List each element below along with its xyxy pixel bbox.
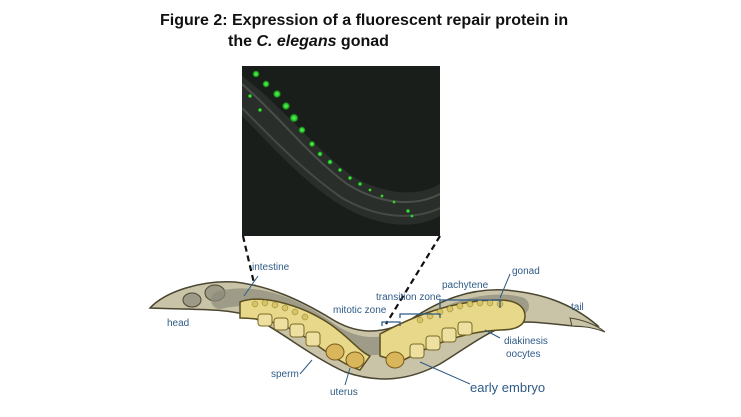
- embryo: [345, 351, 365, 369]
- label-intestine: intestine: [252, 262, 290, 273]
- fluorescence-micrograph: [242, 66, 440, 236]
- figure-title: Figure 2: Expression of a fluorescent re…: [160, 10, 580, 52]
- label-gonad: gonad: [512, 266, 540, 277]
- leader-lines: [243, 273, 511, 386]
- oocytes: [257, 313, 473, 359]
- zoom-line-right: [385, 235, 441, 325]
- label-uterus: uterus: [330, 387, 358, 398]
- species-name: C. elegans: [256, 33, 337, 50]
- label-tail: tail: [571, 302, 584, 313]
- micrograph-image: [242, 66, 440, 236]
- zone-brackets: [381, 299, 501, 326]
- label-mitotic-zone: mitotic zone: [333, 305, 387, 316]
- title-line2: the C. elegans gonad: [228, 33, 389, 50]
- embryo: [325, 343, 345, 361]
- label-oocytes: oocytes: [506, 349, 541, 360]
- label-head: head: [167, 318, 190, 329]
- green-nuclei: [247, 70, 414, 218]
- label-pachytene: pachytene: [442, 280, 489, 291]
- label-diakinesis: diakinesis: [504, 336, 548, 347]
- label-transition-zone: transition zone: [376, 292, 442, 303]
- label-sperm: sperm: [271, 369, 299, 380]
- embryo: [385, 351, 405, 369]
- title-line1: Figure 2: Expression of a fluorescent re…: [160, 12, 569, 29]
- label-early-embryo: early embryo: [470, 380, 546, 395]
